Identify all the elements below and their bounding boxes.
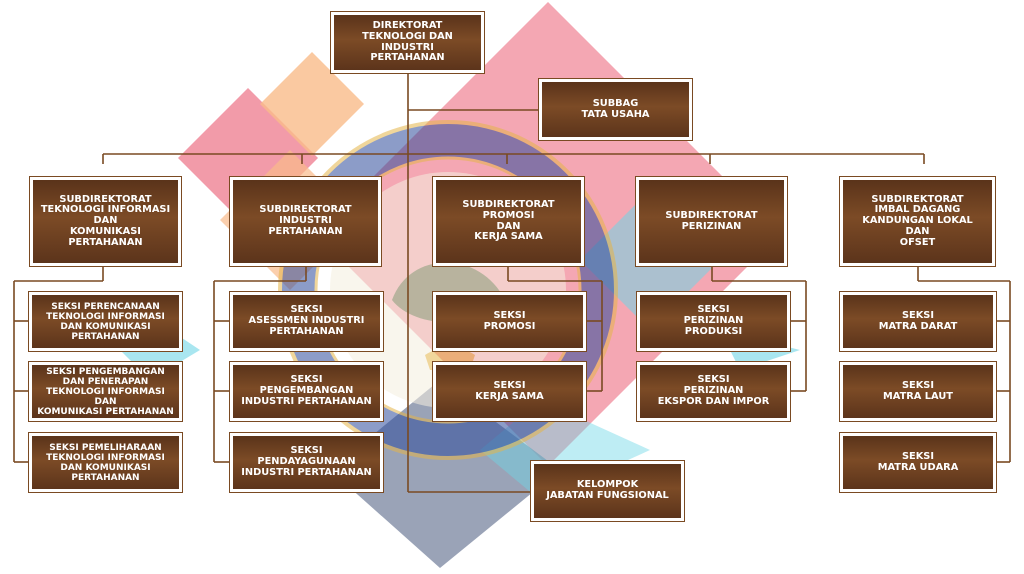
section-box: SEKSI PERIZINAN EKSPOR DAN IMPOR (636, 361, 791, 422)
section-box-label: SEKSI PENGEMBANGAN INDUSTRI PERTAHANAN (233, 365, 380, 418)
subdirectorate-box: SUBDIREKTORAT PERIZINAN (635, 176, 788, 267)
subdirectorate-box-label: SUBDIREKTORAT TEKNOLOGI INFORMASI DAN KO… (33, 180, 178, 263)
section-box-label: SEKSI PERIZINAN EKSPOR DAN IMPOR (640, 365, 787, 418)
section-box: SEKSI PENDAYAGUNAAN INDUSTRI PERTAHANAN (229, 432, 384, 493)
subdirectorate-box-label: SUBDIREKTORAT PROMOSI DAN KERJA SAMA (436, 180, 581, 263)
section-box: SEKSI PENGEMBANGAN DAN PENERAPAN TEKNOLO… (28, 361, 183, 422)
section-box-label: SEKSI KERJA SAMA (436, 365, 583, 418)
subbag-box-label: SUBBAG TATA USAHA (542, 82, 689, 137)
section-box: SEKSI PROMOSI (432, 291, 587, 352)
section-box: SEKSI PENGEMBANGAN INDUSTRI PERTAHANAN (229, 361, 384, 422)
subdirectorate-box: SUBDIREKTORAT TEKNOLOGI INFORMASI DAN KO… (29, 176, 182, 267)
section-box: SEKSI MATRA UDARA (839, 432, 997, 493)
section-box: SEKSI MATRA DARAT (839, 291, 997, 352)
section-box-label: SEKSI MATRA LAUT (843, 365, 993, 418)
subdirectorate-box-label: SUBDIREKTORAT PERIZINAN (639, 180, 784, 263)
section-box-label: SEKSI PROMOSI (436, 295, 583, 348)
section-box-label: SEKSI MATRA DARAT (843, 295, 993, 348)
section-box: SEKSI ASESSMEN INDUSTRI PERTAHANAN (229, 291, 384, 352)
section-box: SEKSI PERIZINAN PRODUKSI (636, 291, 791, 352)
kelompok-box-label: KELOMPOK JABATAN FUNGSIONAL (534, 464, 681, 518)
subdirectorate-box: SUBDIREKTORAT IMBAL DAGANG KANDUNGAN LOK… (839, 176, 996, 267)
section-box-label: SEKSI PEMELIHARAAN TEKNOLOGI INFORMASI D… (32, 436, 179, 489)
subdirectorate-box: SUBDIREKTORAT PROMOSI DAN KERJA SAMA (432, 176, 585, 267)
kelompok-box: KELOMPOK JABATAN FUNGSIONAL (530, 460, 685, 522)
subbag-box: SUBBAG TATA USAHA (538, 78, 693, 141)
section-box-label: SEKSI PERENCANAAN TEKNOLOGI INFORMASI DA… (32, 295, 179, 348)
section-box-label: SEKSI ASESSMEN INDUSTRI PERTAHANAN (233, 295, 380, 348)
subdirectorate-box-label: SUBDIREKTORAT INDUSTRI PERTAHANAN (233, 180, 378, 263)
subdirectorate-box: SUBDIREKTORAT INDUSTRI PERTAHANAN (229, 176, 382, 267)
director-box: DIREKTORAT TEKNOLOGI DAN INDUSTRI PERTAH… (330, 11, 485, 74)
director-box-label: DIREKTORAT TEKNOLOGI DAN INDUSTRI PERTAH… (334, 15, 481, 70)
section-box: SEKSI PERENCANAAN TEKNOLOGI INFORMASI DA… (28, 291, 183, 352)
section-box-label: SEKSI PENGEMBANGAN DAN PENERAPAN TEKNOLO… (32, 365, 179, 418)
section-box-label: SEKSI MATRA UDARA (843, 436, 993, 489)
section-box: SEKSI PEMELIHARAAN TEKNOLOGI INFORMASI D… (28, 432, 183, 493)
subdirectorate-box-label: SUBDIREKTORAT IMBAL DAGANG KANDUNGAN LOK… (843, 180, 992, 263)
section-box: SEKSI MATRA LAUT (839, 361, 997, 422)
section-box-label: SEKSI PERIZINAN PRODUKSI (640, 295, 787, 348)
section-box: SEKSI KERJA SAMA (432, 361, 587, 422)
section-box-label: SEKSI PENDAYAGUNAAN INDUSTRI PERTAHANAN (233, 436, 380, 489)
